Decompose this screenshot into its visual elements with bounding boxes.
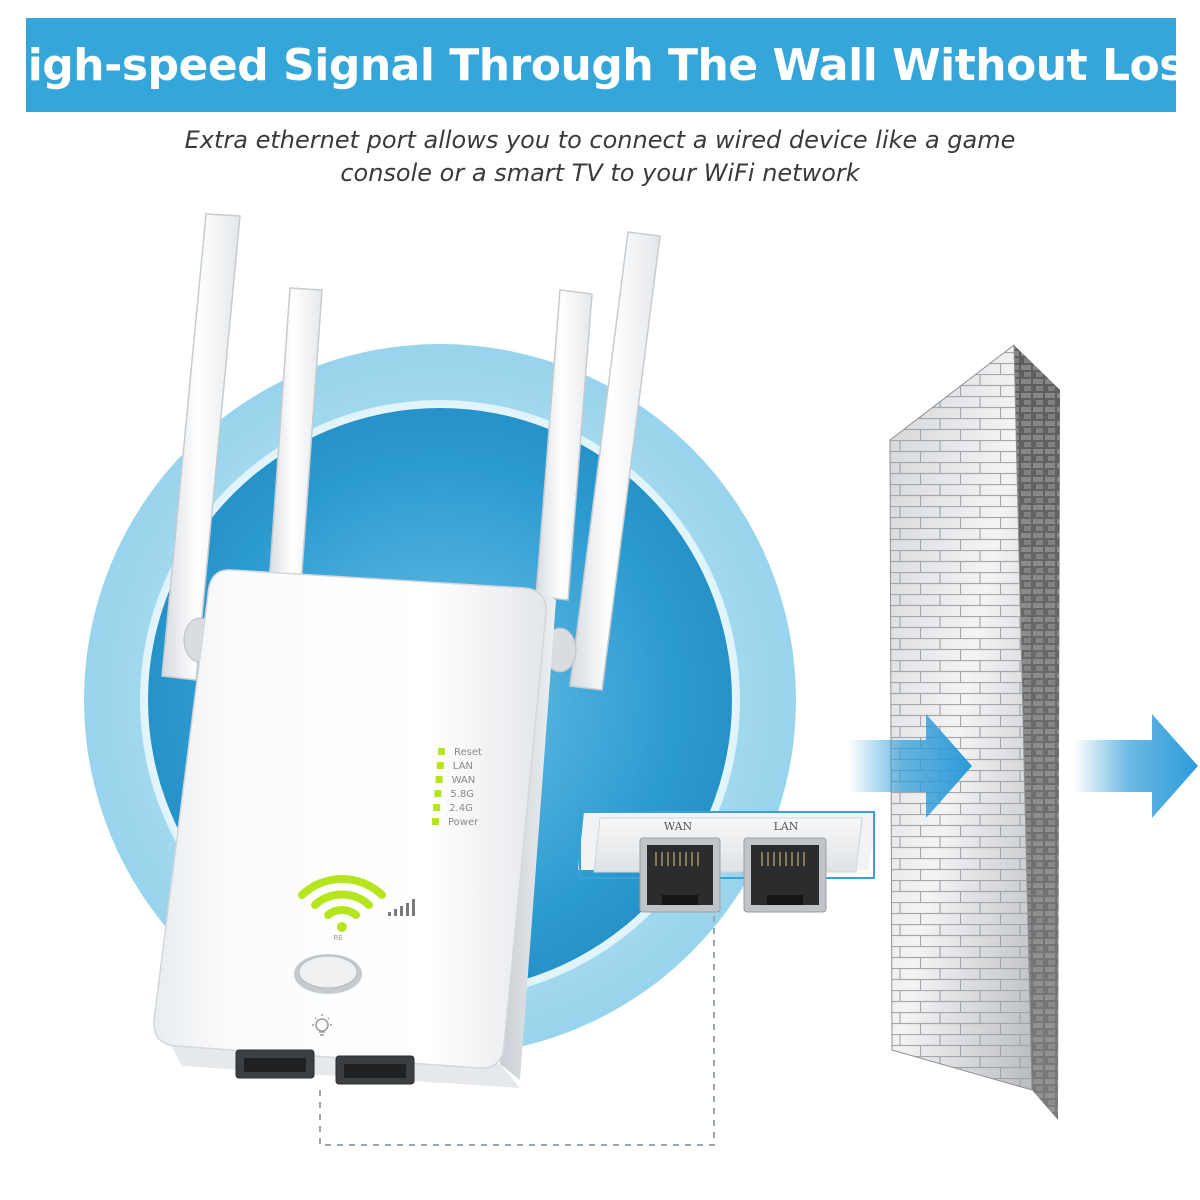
lan-label: LAN	[774, 820, 799, 833]
ethernet-port-icon	[639, 837, 721, 913]
led-label: Reset	[454, 747, 482, 758]
arrow-right-icon	[848, 714, 972, 818]
led-light	[436, 762, 444, 769]
wps-button[interactable]	[294, 954, 362, 994]
headline-banner: High-speed Signal Through The Wall Witho…	[0, 18, 1200, 112]
led-label: WAN	[452, 775, 476, 786]
led-label: LAN	[453, 761, 473, 772]
light-bulb-icon	[312, 1014, 332, 1036]
subtitle-line-2: console or a smart TV to your WiFi netwo…	[340, 159, 860, 187]
wps-label: RE	[333, 934, 342, 942]
device-ethernet-ports	[235, 1049, 415, 1085]
led-label: Power	[448, 817, 479, 828]
wan-label: WAN	[664, 820, 693, 833]
arrow-right-icon	[1074, 714, 1198, 818]
led-light	[435, 776, 443, 783]
ports-panel: WAN LAN	[578, 811, 878, 913]
headline-text: High-speed Signal Through The Wall Witho…	[0, 39, 1200, 91]
signal-bars-icon	[388, 899, 415, 916]
led-light	[438, 748, 445, 755]
subtitle-line-1: Extra ethernet port allows you to connec…	[184, 126, 1016, 154]
led-light	[434, 790, 442, 797]
ethernet-port-icon	[743, 837, 827, 913]
brick-wall-icon	[889, 344, 1060, 1120]
led-light	[433, 804, 441, 811]
wifi-icon	[298, 875, 386, 932]
led-label: 2.4G	[449, 803, 473, 814]
led-light	[432, 818, 439, 825]
led-label: 5.8G	[450, 789, 474, 800]
dashed-connector	[319, 880, 715, 1146]
subtitle: Extra ethernet port allows you to connec…	[100, 124, 1100, 190]
